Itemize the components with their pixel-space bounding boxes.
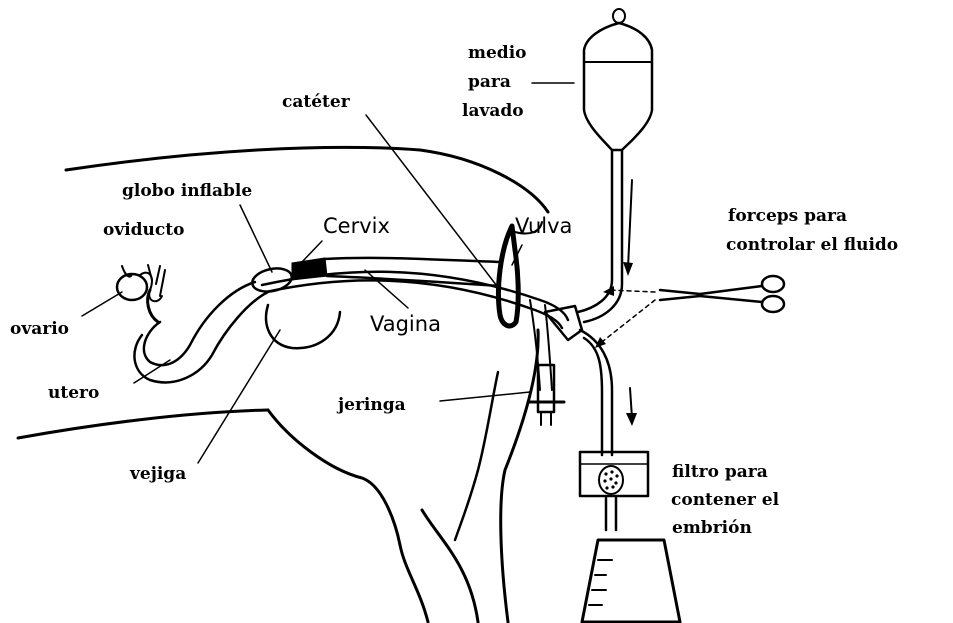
embryo-filter	[580, 452, 648, 496]
flow-arrows	[623, 180, 637, 426]
label-forceps-2: controlar el fluido	[726, 235, 898, 255]
label-medio-3: lavado	[462, 101, 524, 121]
label-utero: utero	[48, 383, 99, 403]
label-globo: globo inflable	[122, 181, 252, 201]
label-filtro-3: embrión	[672, 518, 752, 538]
label-oviducto: oviducto	[103, 220, 184, 240]
label-medio-1: medio	[468, 43, 527, 63]
label-ovario: ovario	[10, 319, 69, 339]
label-filtro-1: filtro para	[672, 462, 768, 482]
label-vulva: Vulva	[515, 214, 572, 238]
label-cateter: catéter	[282, 92, 351, 112]
label-cervix: Cervix	[323, 214, 390, 238]
label-forceps-1: forceps para	[728, 206, 847, 226]
label-jeringa: jeringa	[336, 395, 406, 415]
catheter-tubing	[262, 150, 622, 530]
label-medio-2: para	[468, 72, 511, 92]
collection-beaker	[582, 540, 680, 622]
label-filtro-2: contener el	[671, 490, 780, 510]
label-vejiga: vejiga	[129, 464, 186, 484]
flushing-medium-bottle	[584, 9, 652, 150]
label-vagina: Vagina	[370, 312, 441, 336]
forceps-icon	[595, 276, 784, 348]
